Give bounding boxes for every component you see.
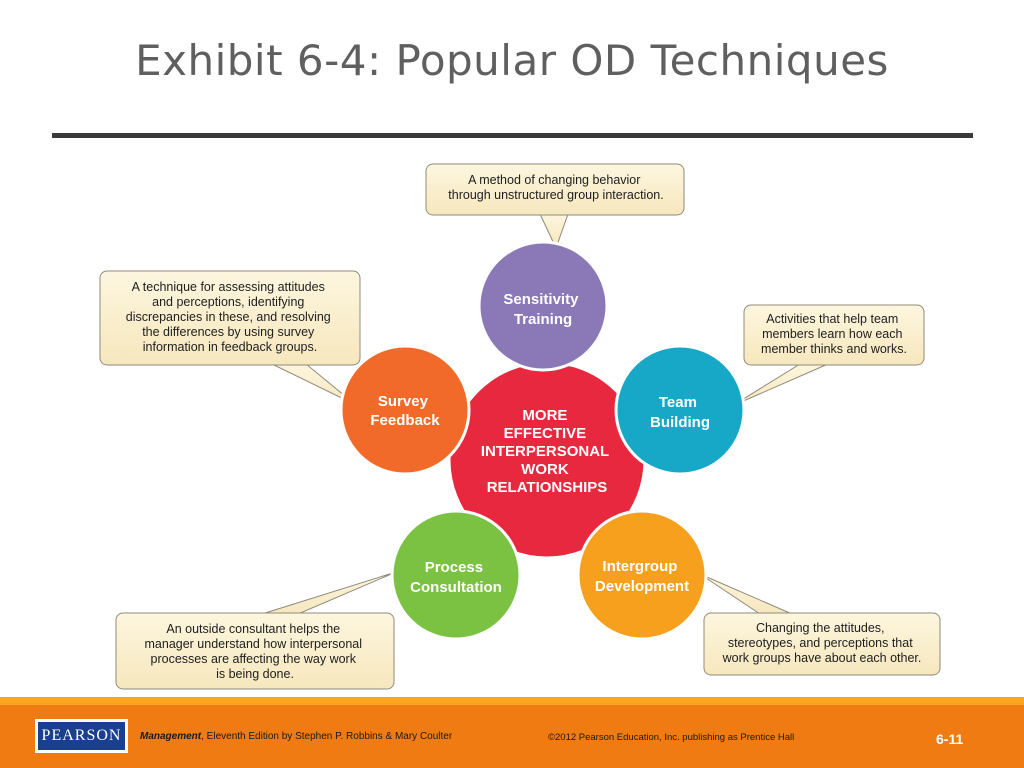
publisher-logo: PEARSON bbox=[35, 719, 128, 753]
callout-line: and perceptions, identifying bbox=[152, 295, 304, 309]
callout-line: A method of changing behavior bbox=[468, 173, 640, 187]
title-divider bbox=[52, 133, 973, 138]
center-line: MORE bbox=[522, 407, 567, 424]
callout-line: information in feedback groups. bbox=[143, 340, 317, 354]
center-line: INTERPERSONAL bbox=[481, 443, 609, 460]
technique-circle-survey: Survey Feedback bbox=[339, 344, 471, 476]
technique-label: Intergroup bbox=[602, 558, 677, 575]
book-credit-text: , Eleventh Edition by Stephen P. Robbins… bbox=[201, 731, 453, 742]
callout-intergroup: Changing the attitudes, stereotypes, and… bbox=[703, 612, 941, 676]
svg-text:Process Consultation: Process Consultation bbox=[410, 559, 502, 596]
publisher-logo-text: PEARSON bbox=[38, 722, 125, 750]
center-line: WORK bbox=[521, 461, 569, 478]
callout-line: A technique for assessing attitudes bbox=[132, 280, 325, 294]
pointer-team bbox=[731, 363, 829, 407]
technique-label: Sensitivity bbox=[503, 291, 579, 308]
technique-label: Training bbox=[514, 311, 572, 328]
svg-text:Team Building: Team Building bbox=[650, 394, 710, 431]
book-credit: Management, Eleventh Edition by Stephen … bbox=[140, 731, 452, 742]
copyright-notice: ©2012 Pearson Education, Inc. publishing… bbox=[548, 732, 795, 743]
svg-text:Intergroup Development: Intergroup Development bbox=[595, 558, 689, 595]
callout-line: manager understand how interpersonal bbox=[145, 637, 363, 651]
svg-text:Survey Feedback: Survey Feedback bbox=[370, 393, 440, 429]
center-circle: MORE EFFECTIVE INTERPERSONAL WORK RELATI… bbox=[447, 360, 647, 560]
callout-line: work groups have about each other. bbox=[722, 651, 922, 665]
svg-text:Activities that help team: Activities that help team members learn … bbox=[761, 312, 907, 356]
callout-line: An outside consultant helps the bbox=[166, 622, 340, 636]
callout-line: Changing the attitudes, bbox=[756, 621, 885, 635]
svg-text:A technique for assessing atti: A technique for assessing attitudes and … bbox=[126, 280, 334, 354]
footer-accent-strip bbox=[0, 697, 1024, 705]
technique-label: Building bbox=[650, 414, 710, 431]
callout-sensitivity: A method of changing behavior through un… bbox=[425, 163, 685, 216]
callout-line: the differences by using survey bbox=[142, 325, 315, 339]
svg-text:MORE EFFECTIVE INT: MORE EFFECTIVE INTERPERSONAL WORK RELATI… bbox=[481, 407, 613, 496]
slide-number: 6-11 bbox=[936, 731, 964, 747]
book-title: Management bbox=[140, 731, 202, 742]
callout-line: discrepancies in these, and resolving bbox=[126, 310, 331, 324]
center-line: EFFECTIVE bbox=[504, 425, 587, 442]
page-title: Exhibit 6-4: Popular OD Techniques bbox=[135, 36, 889, 85]
svg-text:A method of changing behavior: A method of changing behavior through un… bbox=[448, 173, 663, 202]
technique-label: Development bbox=[595, 578, 689, 595]
technique-circle-process: Process Consultation bbox=[390, 509, 522, 641]
callout-process: An outside consultant helps the manager … bbox=[115, 612, 395, 690]
technique-circle-intergroup: Intergroup Development bbox=[576, 509, 708, 641]
technique-label: Process bbox=[425, 559, 483, 576]
svg-text:Changing the attitudes,: Changing the attitudes, stereotypes, and… bbox=[722, 621, 922, 665]
technique-label: Survey bbox=[378, 393, 429, 410]
center-line: RELATIONSHIPS bbox=[487, 479, 608, 496]
callout-survey: A technique for assessing attitudes and … bbox=[99, 270, 361, 366]
callout-line: is being done. bbox=[216, 667, 294, 681]
callout-line: Activities that help team bbox=[766, 312, 898, 326]
technique-circle-sensitivity: Sensitivity Training bbox=[477, 240, 609, 372]
svg-text:Sensitivity Training: Sensitivity Training bbox=[503, 291, 582, 328]
technique-label: Feedback bbox=[370, 412, 440, 429]
callout-line: through unstructured group interaction. bbox=[448, 188, 663, 202]
technique-circle-team: Team Building bbox=[614, 344, 746, 476]
callout-line: processes are affecting the way work bbox=[151, 652, 357, 666]
technique-label: Team bbox=[659, 394, 697, 411]
footer-bar bbox=[0, 705, 1024, 768]
pointer-process bbox=[261, 571, 397, 615]
pointer-intergroup bbox=[699, 573, 793, 615]
callout-line: members learn how each bbox=[762, 327, 902, 341]
callout-team: Activities that help team members learn … bbox=[743, 304, 925, 366]
callout-line: member thinks and works. bbox=[761, 342, 907, 356]
svg-text:An outside consultant helps th: An outside consultant helps the manager … bbox=[145, 622, 366, 681]
callout-line: stereotypes, and perceptions that bbox=[728, 636, 913, 650]
technique-label: Consultation bbox=[410, 579, 502, 596]
